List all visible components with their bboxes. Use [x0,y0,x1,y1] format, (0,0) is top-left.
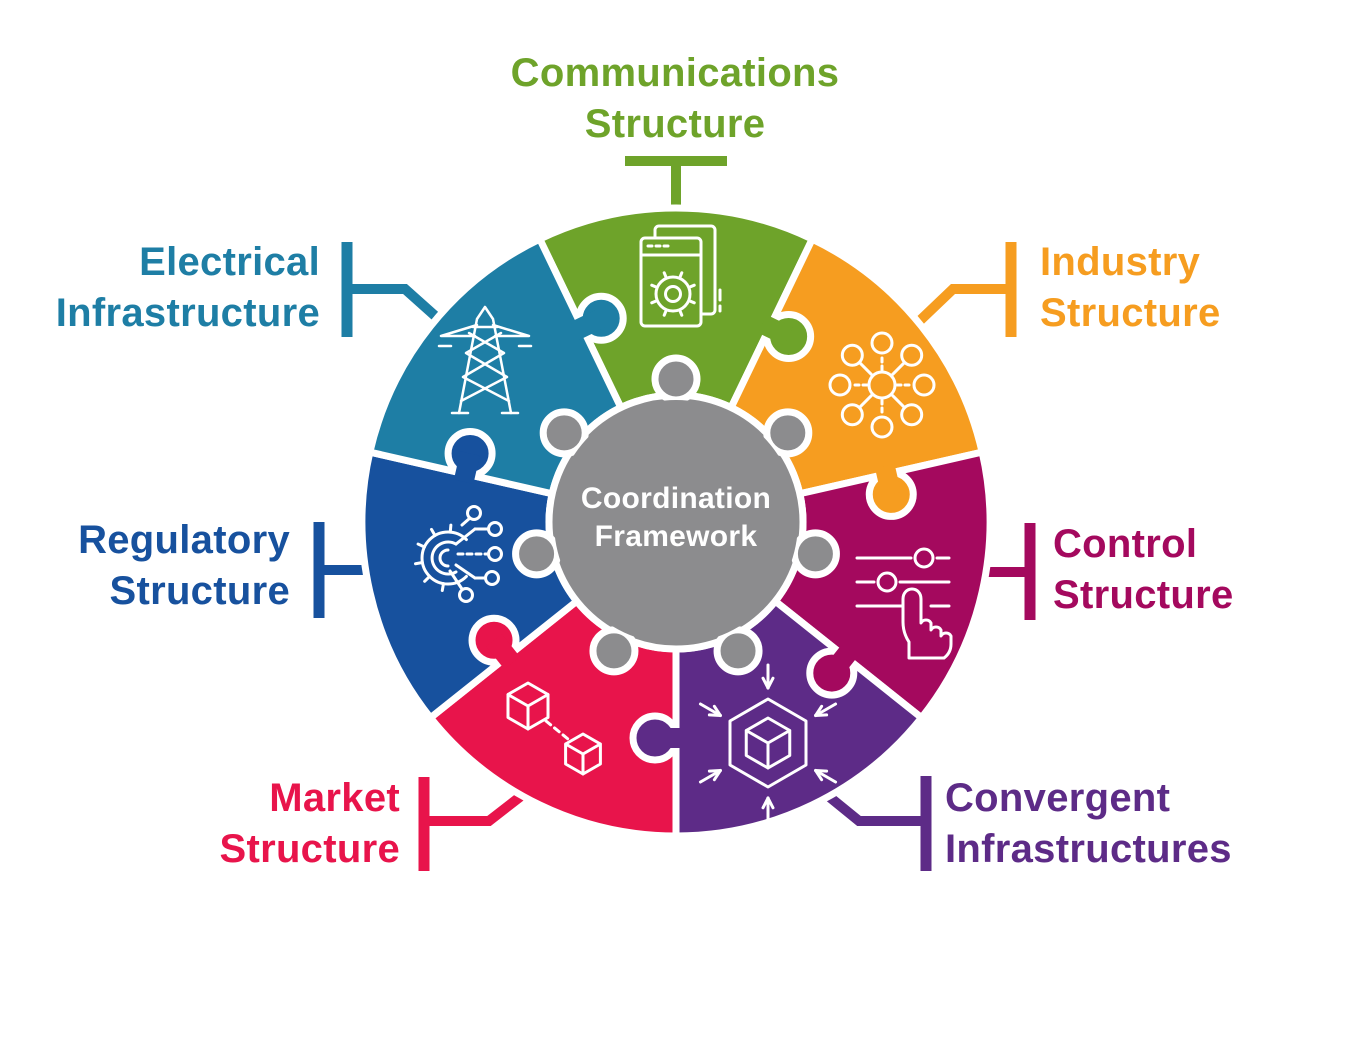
center-hub-knob-convergent [713,626,763,676]
label-convergent-line2: Infrastructures [945,827,1232,871]
center-hub-knob-electrical [539,408,589,458]
label-market-line1: Market [269,776,400,820]
label-electrical: Electrical Infrastructure [0,237,320,339]
label-communications-line1: Communications [510,51,840,95]
label-market-line2: Structure [219,827,400,871]
label-industry-line1: Industry [1040,240,1201,284]
label-convergent-line1: Convergent [945,776,1171,820]
center-label: Coordination Framework [516,480,836,556]
label-control-line2: Structure [1053,573,1234,617]
tab-neck-electrical [570,309,606,340]
transmission-tower-icon [437,305,533,415]
gear-circuit-icon [414,505,503,603]
tab-neck-control [823,644,858,680]
label-control: Control Structure [1053,519,1350,621]
tab-neck-communications [758,314,793,346]
label-electrical-line1: Electrical [139,240,320,284]
label-regulatory-line2: Structure [109,569,290,613]
label-convergent: Convergent Infrastructures [945,773,1350,875]
center-hub-knob-control [790,529,840,579]
linked-cubes-icon [506,681,602,776]
label-industry: Industry Structure [1040,237,1350,339]
connector-industry-line [905,284,1011,335]
browser-gear-icon [639,224,722,328]
center-hub-knob-industry [763,408,813,458]
puzzle-wheel-root [358,204,994,840]
hub-network-icon [828,331,936,439]
converging-cube-icon [698,663,838,823]
center-label-line2: Framework [594,520,758,553]
sliders-hand-icon [855,547,953,660]
label-electrical-line2: Infrastructure [55,291,320,335]
label-industry-line2: Structure [1040,291,1221,335]
label-market: Market Structure [0,773,400,875]
label-control-line1: Control [1053,522,1198,566]
center-hub-cover [554,400,798,644]
center-hub-knob-communications [651,354,701,404]
label-regulatory: Regulatory Structure [0,515,290,617]
center-hub-knob-regulatory [512,529,562,579]
tab-neck-market [486,634,520,670]
tab-neck-regulatory [453,451,480,484]
tab-neck-industry [875,463,902,497]
center-hub-knob-market [589,626,639,676]
label-regulatory-line1: Regulatory [78,518,290,562]
label-communications: Communications Structure [375,48,975,150]
center-label-line1: Coordination [580,482,772,515]
label-communications-line2: Structure [584,102,766,146]
